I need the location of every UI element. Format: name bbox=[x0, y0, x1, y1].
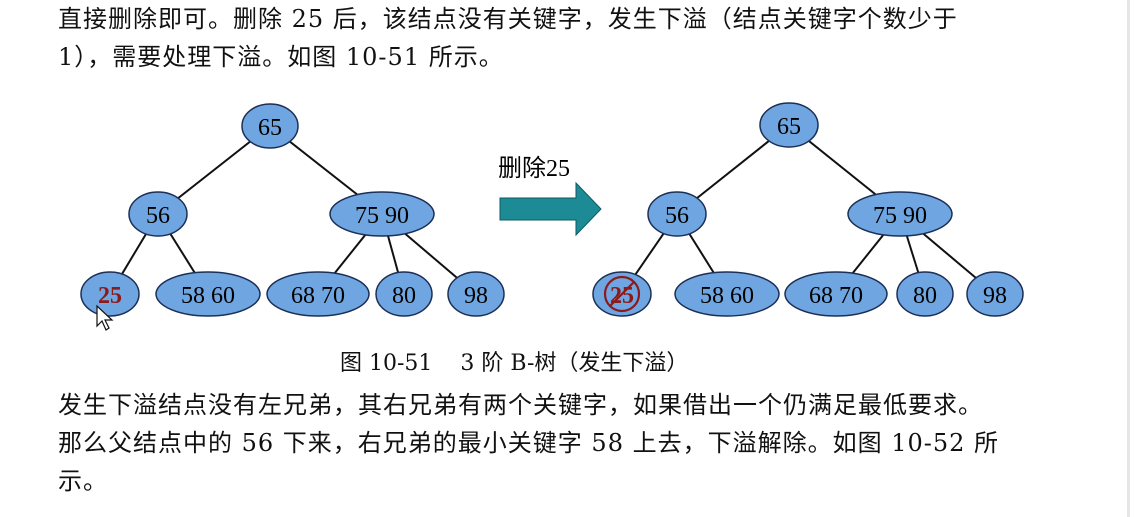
left-leaf-68-70: 68 70 bbox=[266, 271, 370, 317]
right-root-label: 65 bbox=[777, 114, 801, 140]
right-arrow-icon bbox=[499, 181, 602, 237]
paragraph-top-line-1: 直接删除即可。删除 25 后，该结点没有关键字，发生下溢（结点关键字个数少于 bbox=[58, 5, 958, 33]
left-root-label: 65 bbox=[258, 115, 282, 141]
left-leaf-98: 98 bbox=[447, 271, 505, 317]
left-leaf-98-label: 98 bbox=[464, 283, 488, 309]
left-node-75-90: 75 90 bbox=[329, 191, 435, 237]
delete-arrow: 删除25 bbox=[498, 155, 602, 237]
right-leaf-80-label: 80 bbox=[913, 283, 937, 309]
left-node-56: 56 bbox=[128, 191, 188, 237]
left-node-75-90-label: 75 90 bbox=[355, 203, 409, 229]
left-root-node: 65 bbox=[241, 103, 299, 149]
paragraph-top-line-2: 1），需要处理下溢。如图 10-51 所示。 bbox=[58, 43, 504, 71]
delete-arrow-label: 删除25 bbox=[498, 155, 570, 182]
paragraph-bottom-line-3: 示。 bbox=[58, 467, 108, 495]
paragraph-bottom-line-1: 发生下溢结点没有左兄弟，其右兄弟有两个关键字，如果借出一个仍满足最低要求。 bbox=[58, 391, 983, 419]
right-leaf-98-label: 98 bbox=[983, 283, 1007, 309]
left-leaf-68-70-label: 68 70 bbox=[291, 283, 345, 309]
figure-caption: 图 10-51 3 阶 B-树（发生下溢） bbox=[340, 351, 689, 376]
deleted-mark-icon bbox=[603, 275, 641, 313]
left-node-56-label: 56 bbox=[146, 203, 170, 229]
left-leaf-58-60-label: 58 60 bbox=[181, 283, 235, 309]
left-leaf-58-60: 58 60 bbox=[155, 271, 261, 317]
mouse-cursor-icon bbox=[96, 304, 114, 331]
right-node-56: 56 bbox=[647, 191, 707, 237]
right-leaf-68-70-label: 68 70 bbox=[809, 283, 863, 309]
right-leaf-58-60-label: 58 60 bbox=[700, 283, 754, 309]
right-leaf-98: 98 bbox=[966, 271, 1024, 317]
right-leaf-80: 80 bbox=[896, 271, 954, 317]
paragraph-top: 直接删除即可。删除 25 后，该结点没有关键字，发生下溢（结点关键字个数少于 1… bbox=[58, 0, 958, 76]
left-leaf-80-label: 80 bbox=[392, 283, 416, 309]
paragraph-bottom-line-2: 那么父结点中的 56 下来，右兄弟的最小关键字 58 上去，下溢解除。如图 10… bbox=[58, 429, 1000, 457]
right-leaf-25-deleted: 25 bbox=[592, 271, 652, 317]
right-leaf-68-70: 68 70 bbox=[784, 271, 888, 317]
left-tree: 65 56 75 90 25 58 60 68 70 80 98 bbox=[80, 103, 505, 331]
page-edge bbox=[1127, 0, 1130, 517]
right-node-75-90: 75 90 bbox=[847, 191, 953, 237]
left-leaf-25-label: 25 bbox=[98, 283, 122, 309]
left-leaf-80: 80 bbox=[375, 271, 433, 317]
left-leaf-25: 25 bbox=[80, 271, 140, 317]
paragraph-bottom: 发生下溢结点没有左兄弟，其右兄弟有两个关键字，如果借出一个仍满足最低要求。 那么… bbox=[58, 386, 999, 500]
right-node-56-label: 56 bbox=[665, 203, 689, 229]
right-tree: 65 56 75 90 25 58 60 68 70 80 bbox=[592, 102, 1024, 317]
right-node-75-90-label: 75 90 bbox=[873, 203, 927, 229]
right-root-node: 65 bbox=[759, 102, 819, 148]
right-leaf-58-60: 58 60 bbox=[674, 271, 780, 317]
